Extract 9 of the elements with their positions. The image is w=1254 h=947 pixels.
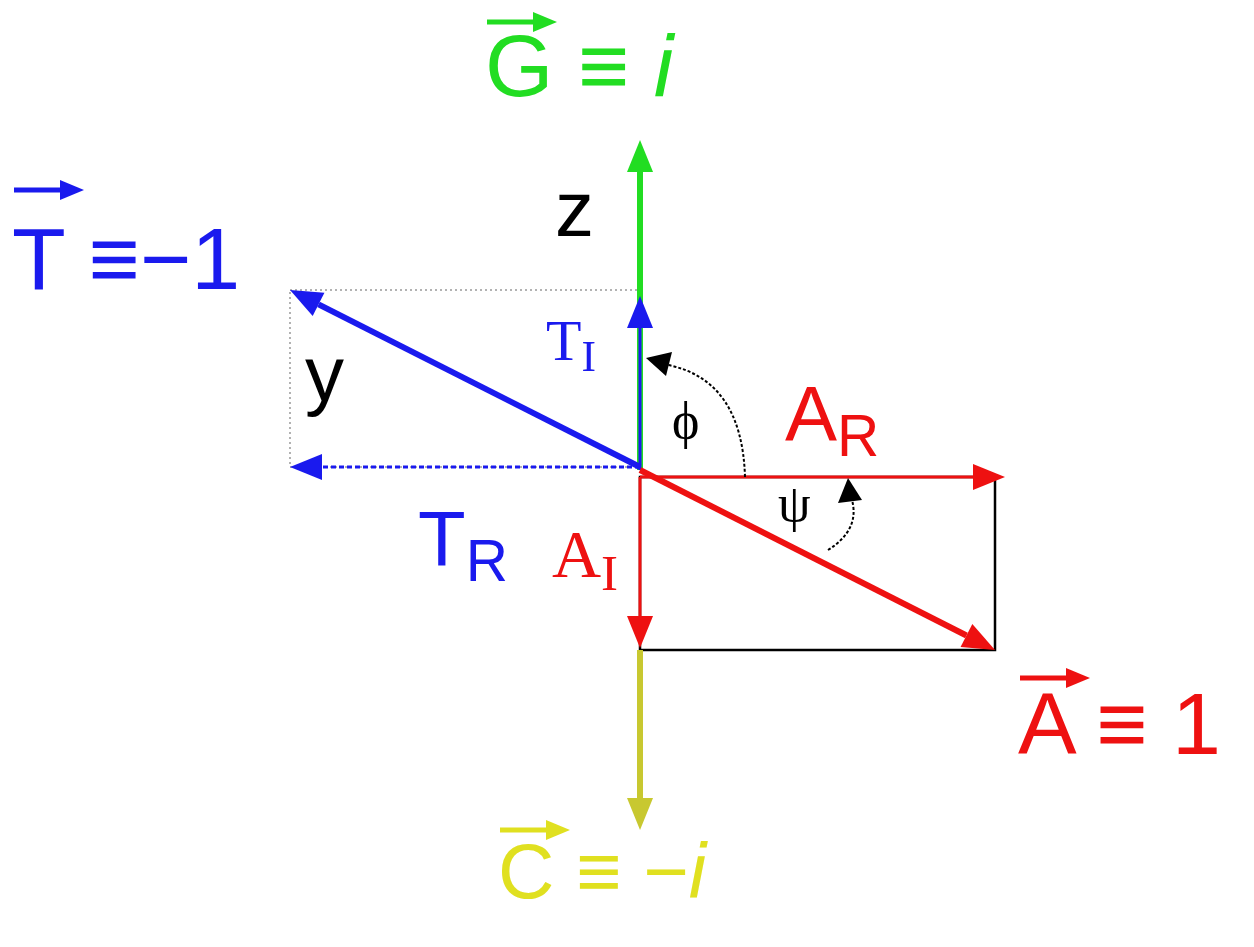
- component-label: T$_{I}$: [546, 312, 596, 370]
- vector-label: G ≡ i: [485, 22, 674, 110]
- angle-label: ψ: [778, 478, 811, 530]
- vector-label: T ≡−1: [12, 215, 241, 303]
- component-label: A$_{I}$: [552, 520, 619, 588]
- vector-label: C ≡ −i: [498, 832, 707, 910]
- angle-label: ϕ: [672, 395, 700, 447]
- axis-label: z: [555, 170, 594, 248]
- vector-label: A ≡ 1: [1018, 680, 1222, 768]
